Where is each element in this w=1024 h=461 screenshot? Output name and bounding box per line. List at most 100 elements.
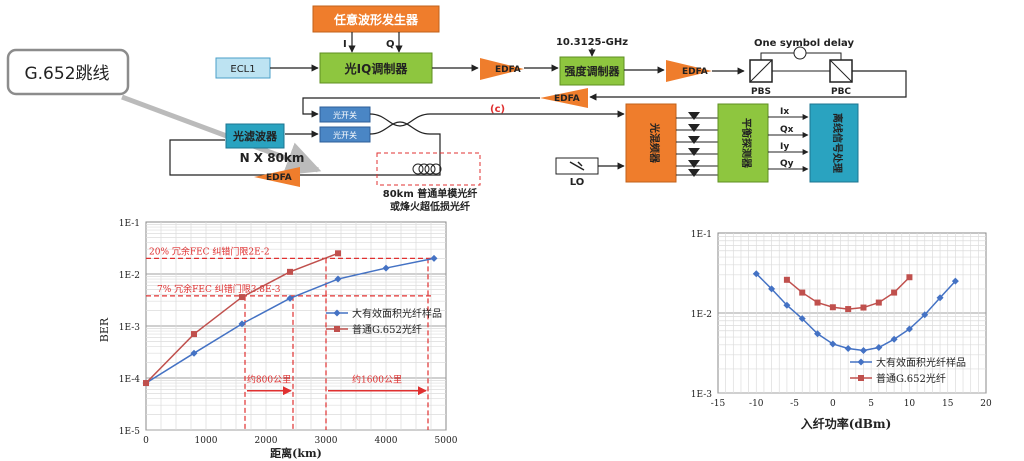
threshold-annotations: 20% 冗余FEC 纠错门限2E-27% 冗余FEC 纠错门限3.8E-3约80… <box>146 245 434 430</box>
lo-label: LO <box>570 177 585 188</box>
span-label: N X 80km <box>240 151 305 165</box>
fiber-spool <box>412 163 442 175</box>
y-tick-label: 1E-1 <box>691 230 712 240</box>
data-point <box>859 346 867 354</box>
data-point <box>814 299 821 306</box>
pbs-element <box>749 59 773 83</box>
chart1-ylabel: BER <box>98 317 111 342</box>
c-label: (c) <box>490 104 505 115</box>
data-point <box>906 274 913 281</box>
awg-label: 任意波形发生器 <box>333 12 419 27</box>
data-point <box>335 250 341 257</box>
bpd-label: 平衡探测器 <box>740 118 753 169</box>
y-tick-label: 1E-3 <box>119 323 141 333</box>
iq-mod-box <box>319 52 433 84</box>
data-point <box>238 320 246 328</box>
optical-switch-2-label: 光开关 <box>333 130 357 140</box>
span-annotation-label: 约800公里 <box>247 374 291 386</box>
intensity-mod-box <box>559 56 625 86</box>
y-tick-label: 1E-2 <box>691 310 712 320</box>
detector-outputs: Ix Qx Iy Qy <box>768 107 809 172</box>
edfa-2 <box>666 60 712 82</box>
dsp-label: 离线信号处理 <box>831 113 844 173</box>
x-tick-label: 0 <box>143 436 149 446</box>
x-tick-label: -5 <box>790 399 799 409</box>
span-annotation-label: 约1600公里 <box>352 374 402 386</box>
data-point <box>814 330 822 338</box>
data-point <box>783 276 790 283</box>
out-qy: Qy <box>780 159 794 169</box>
x-tick-label: 15 <box>942 399 954 409</box>
fiber-label-1: 80km 普通单模光纤 <box>383 187 477 200</box>
data-point <box>190 349 198 357</box>
series-line <box>755 273 956 352</box>
optical-filter-box <box>225 123 285 149</box>
coupler <box>369 113 431 135</box>
edfa-3-label: EDFA <box>554 94 580 104</box>
x-tick-label: 4000 <box>375 436 398 446</box>
hybrid-label: 光混频器 <box>648 122 661 164</box>
x-tick-label: -10 <box>749 399 764 409</box>
edfa-1-label: EDFA <box>495 65 521 75</box>
data-point <box>936 294 944 302</box>
data-point <box>860 304 867 311</box>
awg-box <box>312 5 440 33</box>
chart1-xlabel: 距离(km) <box>270 446 322 460</box>
callout-arrow <box>121 94 322 176</box>
data-point <box>430 254 438 262</box>
pbs-label: PBS <box>751 87 771 97</box>
data-point <box>382 264 390 272</box>
pbc-element <box>829 59 853 83</box>
edfa-4 <box>254 167 300 187</box>
freq-label: 10.3125-GHz <box>556 37 628 48</box>
photodiode-array <box>676 112 718 177</box>
y-tick-label: 1E-4 <box>119 375 141 385</box>
data-point <box>286 294 294 302</box>
delay-label: One symbol delay <box>754 38 855 49</box>
x-tick-label: 10 <box>904 399 916 409</box>
data-point <box>239 294 245 301</box>
callout: G.652跳线 <box>6 48 322 176</box>
threshold-label: 20% 冗余FEC 纠错门限2E-2 <box>149 245 270 257</box>
y-tick-label: 1E-2 <box>119 271 140 281</box>
x-tick-label: 0 <box>830 399 836 409</box>
data-point <box>875 344 883 352</box>
optical-switch-1-label: 光开关 <box>333 110 357 120</box>
y-tick-label: 1E-5 <box>119 427 141 437</box>
x-tick-label: 5000 <box>435 436 458 446</box>
x-tick-label: 3000 <box>315 436 338 446</box>
series-1 <box>752 270 959 354</box>
iq-mod-label: 光IQ调制器 <box>344 61 409 76</box>
grid <box>718 233 986 394</box>
data-point <box>829 304 836 311</box>
data-point <box>783 301 791 309</box>
legend-label: 普通G.652光纤 <box>876 372 946 385</box>
dsp-box <box>809 103 859 183</box>
legend-label: 大有效面积光纤样品 <box>876 356 966 369</box>
data-point <box>845 306 852 313</box>
data-point <box>921 311 929 319</box>
intensity-mod-label: 强度调制器 <box>565 64 621 78</box>
legend-label: 大有效面积光纤样品 <box>352 307 442 320</box>
i-label: I <box>343 39 347 50</box>
series-2 <box>783 274 913 313</box>
q-label: Q <box>386 39 395 50</box>
ecl-label: ECL1 <box>230 64 255 75</box>
optical-filter-label: 光滤波器 <box>232 129 278 143</box>
x-tick-label: 20 <box>980 399 992 409</box>
data-point <box>768 285 776 293</box>
data-point <box>752 270 760 278</box>
data-point <box>844 344 852 352</box>
data-point <box>798 315 806 323</box>
fiber-label-2: 或烽火超低损光纤 <box>390 200 470 213</box>
series-1 <box>142 254 438 387</box>
data-point <box>891 289 898 296</box>
callout-label: G.652跳线 <box>24 64 109 84</box>
x-tick-label: 2000 <box>255 436 278 446</box>
series-2 <box>143 250 341 387</box>
edfa-4-label: EDFA <box>266 173 292 183</box>
data-point <box>799 289 806 296</box>
x-tick-label: 5 <box>868 399 874 409</box>
